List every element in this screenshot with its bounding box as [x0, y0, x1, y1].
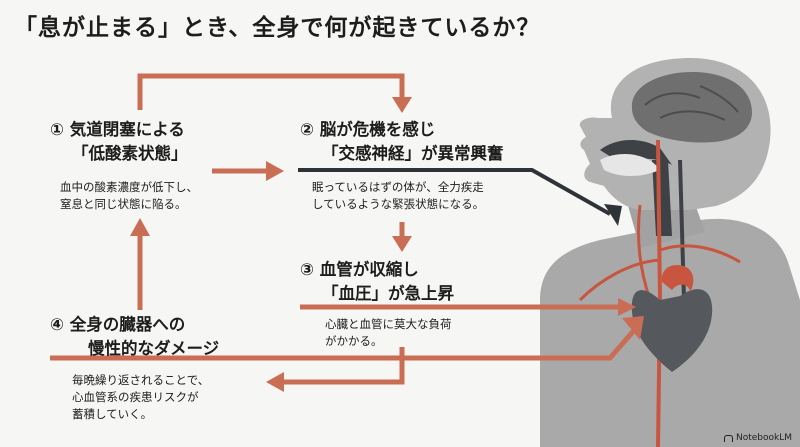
dark-arrow-2-to-airway: [298, 168, 622, 226]
step2-desc-line2: しているような緊張状態になる。: [312, 197, 485, 211]
step4-description: 毎晩繰り返されることで、 心血管系の疾患リスクが 蓄積していく。: [72, 372, 209, 423]
step3-desc-line2: がかかる。: [325, 334, 383, 348]
brand-watermark: NotebookLM: [723, 433, 792, 443]
heart: [631, 264, 713, 372]
flow-arrows: [50, 73, 638, 385]
brand-label: NotebookLM: [735, 433, 792, 443]
step1-desc-line1: 血中の酸素濃度が低下し、: [60, 180, 198, 194]
step3-heading-line1: ③ 血管が収縮し: [300, 260, 419, 279]
step2-heading-line2: 「交感神経」が異常興奮: [322, 144, 504, 163]
body-silhouette: [540, 58, 800, 447]
step2-description: 眠っているはずの体が、全力疾走 しているような緊張状態になる。: [312, 179, 484, 213]
arrow-1-to-2-top: [137, 73, 405, 110]
step2-heading-line1: ② 脳が危機を感じ: [300, 120, 436, 139]
notebooklm-logo-icon: [723, 434, 733, 442]
step4-desc-line1: 毎晩繰り返されることで、: [72, 373, 210, 387]
page-title: 「息が止まる」とき、全身で何が起きているか？: [14, 15, 541, 41]
step4-desc-line3: 蓄積していく。: [72, 407, 153, 421]
step4-desc-line2: 心血管系の疾患リスクが: [72, 390, 199, 404]
arrowheads: [130, 97, 644, 392]
step4-heading-line1: ④ 全身の臓器への: [50, 315, 186, 334]
step1-heading: ① 気道閉塞による 「低酸素状態」: [50, 118, 188, 166]
step4-heading: ④ 全身の臓器への 慢性的なダメージ: [50, 313, 219, 361]
step3-heading-line2: 「血圧」が急上昇: [322, 284, 454, 303]
step4-heading-line2: 慢性的なダメージ: [88, 339, 220, 358]
step1-heading-line2: 「低酸素状態」: [72, 144, 188, 163]
step1-description: 血中の酸素濃度が低下し、 窒息と同じ状態に陥る。: [60, 179, 198, 213]
step3-description: 心臓と血管に莫大な負荷 がかかる。: [325, 316, 452, 350]
line-4-to-chest: [50, 326, 638, 361]
step1-desc-line2: 窒息と同じ状態に陥る。: [60, 197, 187, 211]
arrow-3-to-4: [282, 347, 405, 385]
step3-desc-line1: 心臓と血管に莫大な負荷: [325, 317, 452, 331]
step2-heading: ② 脳が危機を感じ 「交感神経」が異常興奮: [300, 118, 504, 166]
step1-heading-line1: ① 気道閉塞による: [50, 120, 185, 139]
step2-desc-line1: 眠っているはずの体が、全力疾走: [312, 180, 484, 194]
step3-heading: ③ 血管が収縮し 「血圧」が急上昇: [300, 258, 454, 306]
